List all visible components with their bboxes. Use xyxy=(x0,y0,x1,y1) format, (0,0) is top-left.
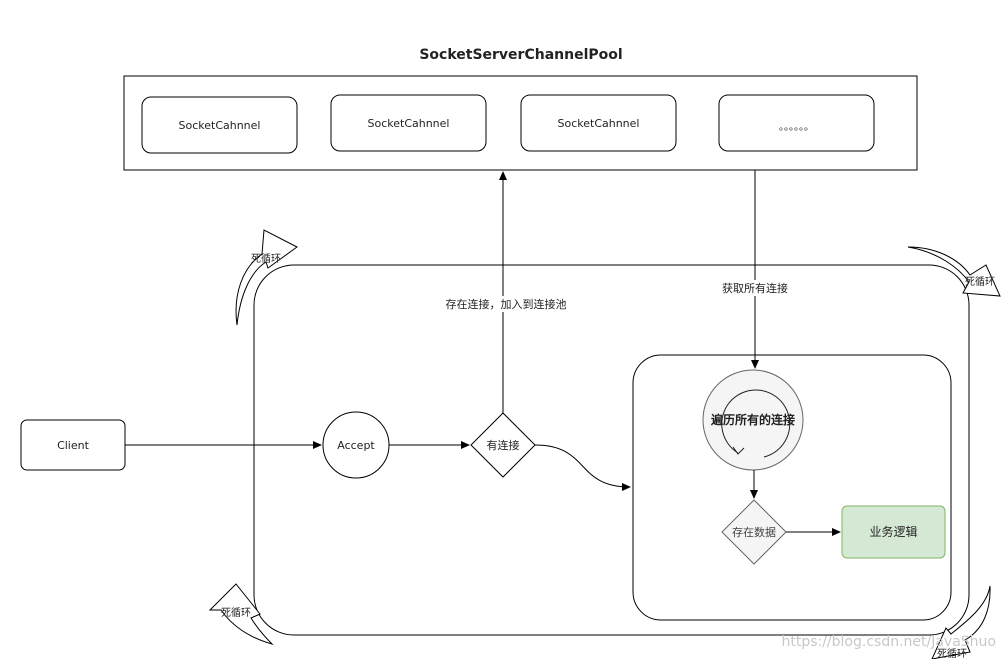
pool-channel-more xyxy=(718,94,875,152)
loop-bottom-right-label: 死循环 xyxy=(937,647,967,659)
loop-arrow-bottom-left-icon xyxy=(208,583,274,645)
get-all-label: 获取所有连接 xyxy=(722,281,788,295)
has-data-node xyxy=(721,499,787,565)
has-connection-label: 有连接 xyxy=(487,438,520,452)
pool-channel-2-label: SocketCahnnel xyxy=(368,117,450,130)
loop-arrow-top-right-icon xyxy=(907,246,1001,297)
loop-top-left-label: 死循环 xyxy=(251,252,281,265)
traverse-node xyxy=(702,369,804,471)
get-all-label-bg xyxy=(718,280,792,296)
processing-container xyxy=(632,354,952,621)
pool-channel-3 xyxy=(520,94,677,152)
add-to-pool-label-bg xyxy=(440,296,570,312)
has-data-label: 存在数据 xyxy=(732,525,776,539)
add-to-pool-label: 存在连接，加入到连接池 xyxy=(446,297,567,311)
pool-channel-1 xyxy=(141,96,298,154)
client-label: Client xyxy=(57,439,90,452)
loop-bottom-left-label: 死循环 xyxy=(221,606,251,619)
main-loop-container xyxy=(253,264,970,636)
pool-channel-1-label: SocketCahnnel xyxy=(179,119,261,132)
pool-title: SocketServerChannelPool xyxy=(419,47,622,63)
edge-has-connection-processing xyxy=(534,444,631,491)
pool-channel-3-label: SocketCahnnel xyxy=(558,117,640,130)
business-logic-node xyxy=(841,505,946,559)
pool-channel-more-label: 。。。。。。 xyxy=(779,122,814,133)
business-logic-label: 业务逻辑 xyxy=(869,524,917,539)
watermark: https://blog.csdn.net/JavaShuo xyxy=(781,634,996,650)
pool-channel-2 xyxy=(330,94,487,152)
loop-top-right-label: 死循环 xyxy=(965,275,995,288)
traverse-cycle-icon xyxy=(721,389,791,458)
loop-arrow-bottom-right-icon xyxy=(931,585,991,659)
traverse-cycle-arrow-icon xyxy=(732,446,745,455)
accept-label: Accept xyxy=(337,439,375,452)
traverse-label: 遍历所有的连接 xyxy=(710,412,795,427)
loop-arrow-top-left-icon xyxy=(235,229,298,326)
has-connection-node xyxy=(470,412,536,478)
